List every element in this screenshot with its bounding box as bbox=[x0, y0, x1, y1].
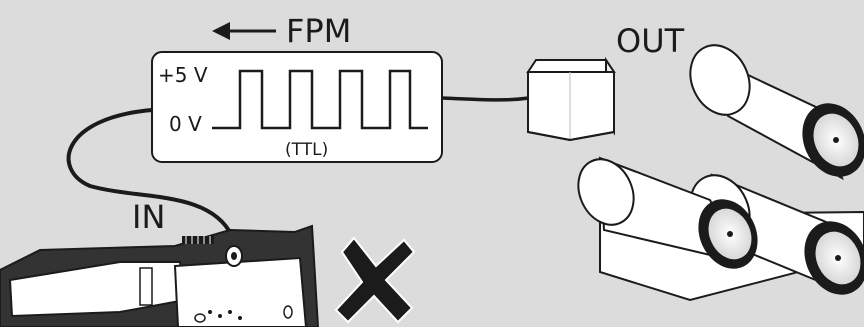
signal-box bbox=[151, 51, 443, 163]
low-voltage-label: 0 V bbox=[169, 112, 202, 136]
high-voltage-label: +5 V bbox=[158, 63, 208, 87]
roller-group bbox=[577, 44, 864, 302]
handheld-tachometer-icon bbox=[0, 224, 320, 327]
in-label: IN bbox=[132, 198, 165, 236]
out-label: OUT bbox=[616, 22, 685, 60]
input-cable bbox=[66, 108, 234, 237]
square-wave bbox=[212, 69, 428, 130]
cross-mark-icon bbox=[334, 236, 416, 324]
fpm-label: FPM bbox=[286, 12, 351, 50]
fpm-arrow-icon bbox=[212, 22, 276, 40]
roller-icon bbox=[689, 44, 864, 181]
roller-icon bbox=[577, 156, 758, 269]
ttl-label: (TTL) bbox=[285, 140, 328, 160]
sensor-box-icon bbox=[526, 56, 616, 142]
